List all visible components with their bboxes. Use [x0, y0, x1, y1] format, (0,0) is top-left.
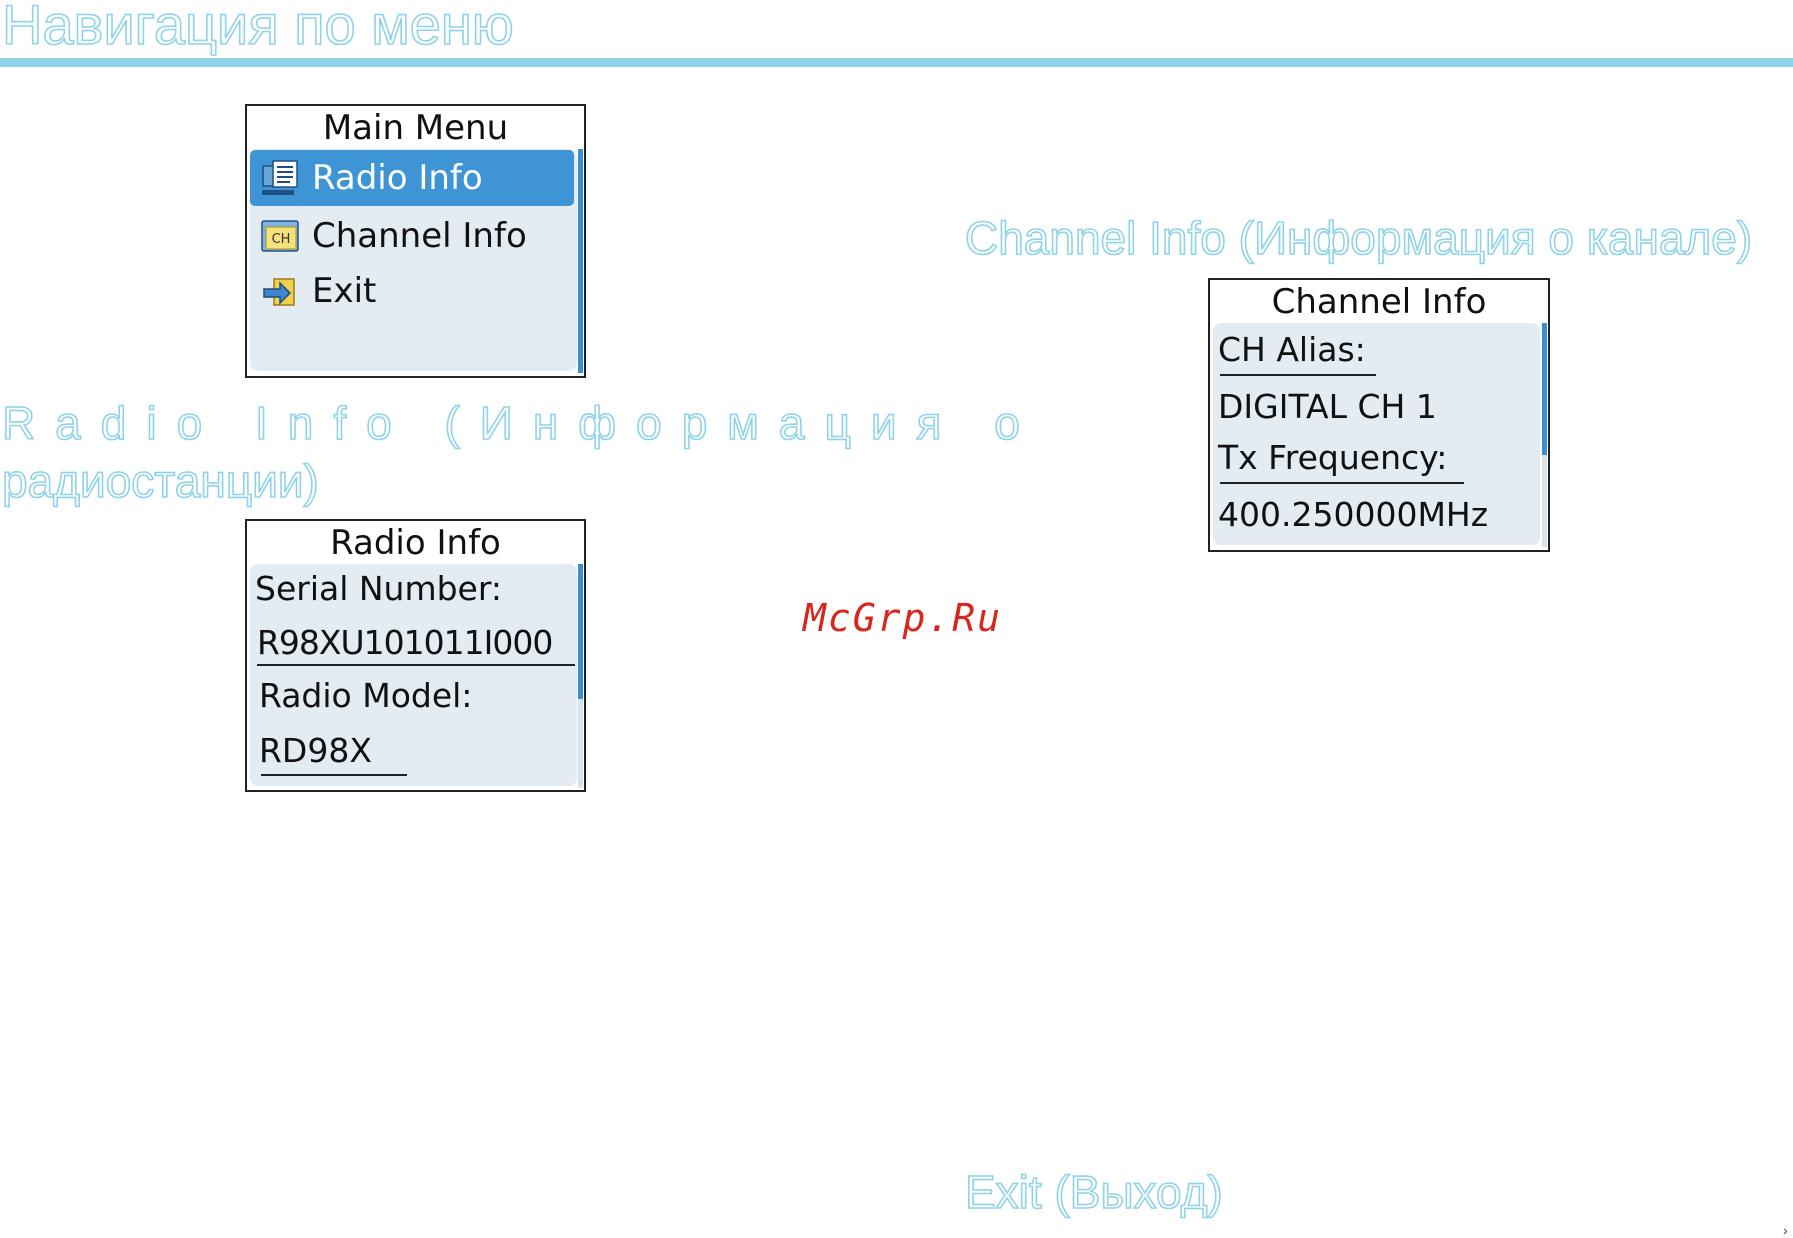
exit-icon [260, 271, 300, 311]
tx-frequency-label: Tx Frequency: [1218, 438, 1447, 477]
channel-info-scrollbar[interactable] [1542, 323, 1547, 547]
scroll-thumb[interactable] [578, 149, 583, 373]
menu-item-label: Exit [312, 271, 376, 311]
channel-icon-text: CH [272, 232, 291, 247]
title-rule [0, 58, 1793, 67]
menu-item-radio-info[interactable]: Radio Info [250, 150, 574, 206]
radio-info-heading: Radio Info (Информация о [2, 396, 1040, 450]
radio-info-scrollbar[interactable] [578, 564, 583, 788]
menu-item-label: Radio Info [312, 158, 483, 198]
scroll-thumb[interactable] [1542, 323, 1547, 455]
ch-alias-value: DIGITAL CH 1 [1218, 387, 1437, 426]
radio-info-screen: Radio Info Serial Number: R98XU101011I00… [245, 519, 586, 792]
model-underline [261, 774, 407, 776]
radio-info-icon [260, 158, 300, 198]
main-menu-screen: Main Menu Radio Info CH Channel Info [245, 104, 586, 378]
main-menu-scrollbar[interactable] [578, 149, 583, 373]
channel-info-title: Channel Info [1210, 282, 1548, 322]
scroll-thumb[interactable] [578, 564, 583, 699]
serial-number-label: Serial Number: [255, 569, 502, 608]
main-menu-title: Main Menu [247, 108, 584, 148]
channel-info-icon: CH [260, 216, 300, 256]
exit-heading: Exit (Выход) [965, 1165, 1223, 1219]
radio-model-value: RD98X [259, 731, 372, 770]
channel-info-screen: Channel Info CH Alias: DIGITAL CH 1 Tx F… [1208, 278, 1550, 552]
radio-model-label: Radio Model: [259, 676, 472, 715]
tx-frequency-underline [1220, 482, 1464, 484]
channel-info-heading: Channel Info (Информация о канале) [965, 211, 1752, 265]
page-corner-mark: › [1783, 1222, 1788, 1238]
serial-underline [257, 664, 575, 666]
ch-alias-underline [1220, 374, 1376, 376]
radio-info-heading-cont: радиостанции) [2, 454, 319, 508]
menu-item-channel-info[interactable]: CH Channel Info [250, 208, 574, 264]
radio-info-title: Radio Info [247, 523, 584, 563]
serial-number-value: R98XU101011I000 [257, 623, 552, 662]
menu-item-label: Channel Info [312, 216, 527, 256]
ch-alias-label: CH Alias: [1218, 330, 1366, 369]
tx-frequency-value: 400.250000MHz [1218, 495, 1488, 534]
menu-item-exit[interactable]: Exit [250, 263, 574, 319]
page-title: Навигация по меню [2, 0, 514, 57]
watermark: McGrp.Ru [803, 596, 1002, 640]
